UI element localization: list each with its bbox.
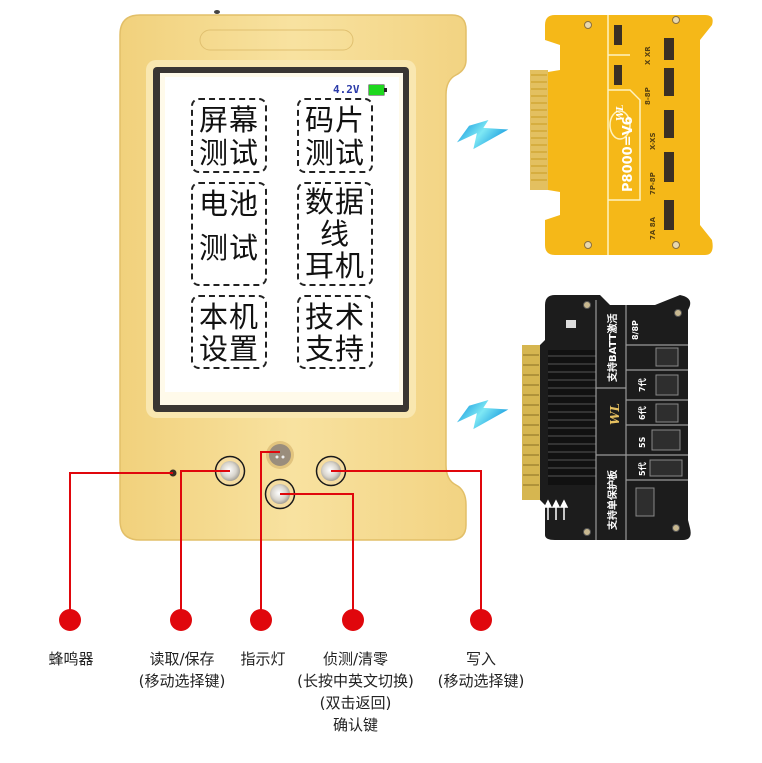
black-board-label: 7代 (637, 378, 647, 392)
yellow-board-label: X-XS (649, 132, 657, 150)
black-board-label: 支持单保护板 (606, 469, 619, 531)
menu-tech-support[interactable]: 技术 支持 (297, 295, 373, 369)
black-board: WL 支持BATT激活 支持单保护板 8/8P 7代 6代 5S 5代 (522, 295, 691, 540)
menu-label: 支持 (304, 332, 365, 366)
callout-dot-read-save (170, 609, 192, 631)
callout-text: 侦测/清零 (322, 650, 389, 668)
callout-buzzer: 蜂鸣器 (40, 648, 102, 670)
yellow-board-label: 8-8P (644, 87, 652, 105)
yellow-board-model: P8000=V6 (621, 116, 636, 192)
callout-detect-clear: 侦测/清零 (长按中英文切换) (双击返回) 确认键 (283, 648, 428, 736)
callout-text: (移动选择键) (437, 672, 525, 690)
menu-label: 屏幕 (198, 103, 259, 137)
menu-data-cable-earphone[interactable]: 数据 线 耳机 (297, 182, 373, 286)
callout-text: 指示灯 (240, 650, 286, 668)
callout-dot-buzzer (59, 609, 81, 631)
yellow-board-label: 7A 8A (649, 216, 657, 240)
black-board-label: 6代 (637, 406, 647, 420)
menu-label: 技术 (304, 300, 365, 334)
yellow-board: WL P8000=V6 X XR 8-8P X-XS 7P-8P 7A 8A (530, 15, 713, 255)
black-board-label: 支持BATT激活 (606, 314, 619, 383)
black-board-logo: WL (608, 403, 622, 425)
yellow-board-logo: WL (616, 105, 626, 121)
menu-label: 测试 (198, 136, 259, 170)
black-board-label: 5S (638, 436, 647, 448)
black-board-label: 5代 (637, 462, 647, 476)
menu-label: 测试 (198, 231, 259, 265)
yellow-board-label: 7P-8P (649, 172, 657, 195)
menu-label: 线 (319, 217, 350, 251)
indicator-light (266, 441, 294, 469)
menu-label: 数据 (304, 185, 365, 219)
menu-screen-test[interactable]: 屏幕 测试 (191, 98, 267, 173)
callout-text: 写入 (465, 650, 496, 668)
menu-label: 耳机 (304, 249, 365, 283)
callout-text: 读取/保存 (149, 650, 215, 668)
bolt-icon-top (456, 120, 509, 150)
callout-read-save: 读取/保存 (移动选择键) (122, 648, 242, 692)
yellow-board-label: X XR (644, 46, 652, 65)
menu-battery-test[interactable]: 电池 测试 (191, 182, 267, 286)
callout-dot-write (470, 609, 492, 631)
callout-text: (双击返回) (319, 694, 392, 712)
menu-chip-test[interactable]: 码片 测试 (297, 98, 373, 173)
callout-text: (长按中英文切换) (297, 672, 414, 690)
battery-voltage: 4.2V (333, 83, 360, 96)
callout-indicator-light: 指示灯 (232, 648, 294, 670)
callout-text: 确认键 (332, 716, 378, 734)
menu-device-settings[interactable]: 本机 设置 (191, 295, 267, 369)
bolt-icon-bottom (456, 400, 509, 430)
callout-write: 写入 (移动选择键) (425, 648, 537, 692)
callout-text: 蜂鸣器 (48, 650, 94, 668)
menu-label: 测试 (304, 136, 365, 170)
top-slot (199, 29, 354, 51)
callout-dot-indicator (250, 609, 272, 631)
menu-label: 本机 (198, 300, 259, 334)
battery-icon (368, 84, 387, 96)
black-board-label: 8/8P (631, 320, 640, 340)
menu-label: 设置 (198, 332, 259, 366)
callout-lines (69, 451, 482, 619)
menu-label: 码片 (304, 103, 365, 137)
menu-label: 电池 (198, 187, 259, 221)
callout-dot-detect (342, 609, 364, 631)
callout-text: (移动选择键) (138, 672, 226, 690)
